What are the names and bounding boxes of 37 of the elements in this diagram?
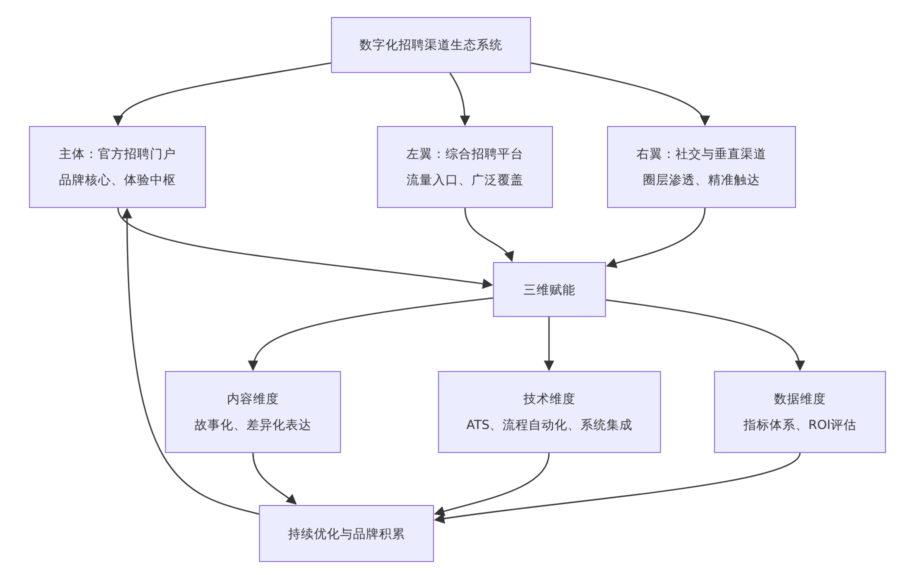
process-box: [714, 371, 886, 453]
process-box: [165, 371, 341, 453]
arrow: [449, 72, 470, 126]
box-title: 左翼：综合招聘平台: [406, 146, 524, 162]
arrow: [117, 208, 494, 289]
box-title: 三维赋能: [524, 282, 576, 298]
box-title: 数字化招聘渠道生态系统: [360, 37, 502, 53]
box-text: ATS、流程自动化、系统集成: [466, 417, 633, 433]
process-box: [29, 126, 206, 208]
box-text: 品牌核心、体验中枢: [59, 172, 176, 188]
box-text: 指标体系、ROI评估: [743, 417, 857, 433]
process-box: [331, 17, 531, 73]
process-box: [493, 262, 606, 317]
box-title: 右翼：社交与垂直渠道: [636, 146, 766, 162]
box-title: 内容维度: [227, 391, 279, 407]
arrow: [606, 299, 804, 372]
arrow: [434, 452, 550, 516]
arrow: [464, 208, 513, 262]
arrow: [434, 452, 801, 524]
box-text: 圈层渗透、精准触达: [643, 172, 760, 188]
process-box: [607, 126, 796, 208]
process-box: [259, 505, 434, 562]
arrow: [606, 208, 706, 268]
process-box: [377, 126, 553, 208]
box-title: 数据维度: [774, 391, 826, 407]
process-box: [438, 371, 661, 453]
arrow: [530, 62, 708, 126]
box-text: 故事化、差异化表达: [194, 417, 312, 433]
arrow: [544, 317, 554, 372]
arrow: [249, 297, 494, 372]
arrow: [115, 62, 332, 126]
arrow: [122, 208, 260, 515]
box-title: 持续优化与品牌积累: [288, 526, 405, 542]
box-title: 技术维度: [524, 391, 576, 407]
box-title: 主体：官方招聘门户: [59, 146, 176, 162]
box-text: 流量入口、广泛覆盖: [406, 172, 524, 188]
arrow: [252, 452, 297, 505]
